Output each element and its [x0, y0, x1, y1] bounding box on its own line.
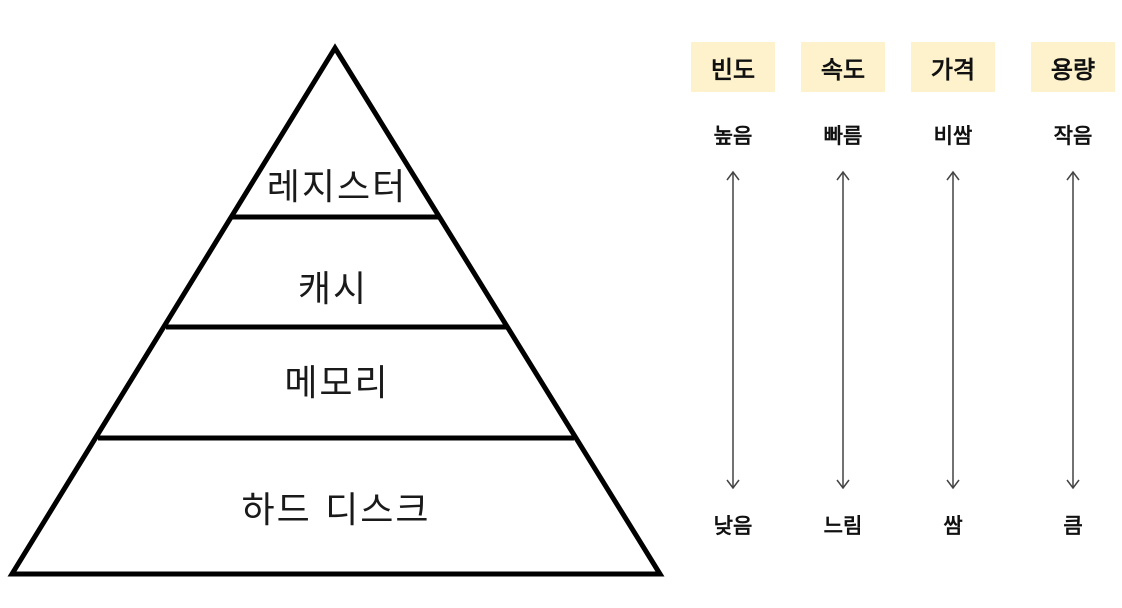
property-column-price: 가격 비쌈 쌈 — [911, 42, 995, 552]
double-arrow-icon — [836, 170, 850, 490]
property-column-capacity: 용량 작음 큼 — [1031, 42, 1115, 552]
property-high-label-capacity: 작음 — [1053, 124, 1093, 148]
property-high-label-frequency: 높음 — [713, 124, 753, 148]
property-low-label-price: 쌈 — [943, 514, 963, 538]
property-low-label-frequency: 낮음 — [713, 514, 753, 538]
property-low-label-speed: 느림 — [823, 514, 863, 538]
property-high-label-speed: 빠름 — [823, 124, 863, 148]
level-label-cache: 캐시 — [298, 269, 368, 310]
level-label-hard-disk: 하드 디스크 — [241, 490, 430, 531]
property-high-label-price: 비쌈 — [933, 124, 973, 148]
property-column-speed: 속도 빠름 느림 — [801, 42, 885, 552]
property-header-frequency: 빈도 — [691, 42, 775, 92]
property-header-speed: 속도 — [801, 42, 885, 92]
memory-hierarchy-pyramid: 레지스터 캐시 메모리 하드 디스크 — [7, 43, 665, 577]
property-header-capacity: 용량 — [1031, 42, 1115, 92]
double-arrow-icon — [1066, 170, 1080, 490]
level-label-register: 레지스터 — [267, 167, 407, 208]
property-low-label-capacity: 큼 — [1063, 514, 1083, 538]
double-arrow-icon — [726, 170, 740, 490]
pyramid-outline — [7, 43, 665, 577]
property-column-frequency: 빈도 높음 낮음 — [691, 42, 775, 552]
level-label-memory: 메모리 — [284, 363, 389, 404]
property-header-price: 가격 — [911, 42, 995, 92]
double-arrow-icon — [946, 170, 960, 490]
